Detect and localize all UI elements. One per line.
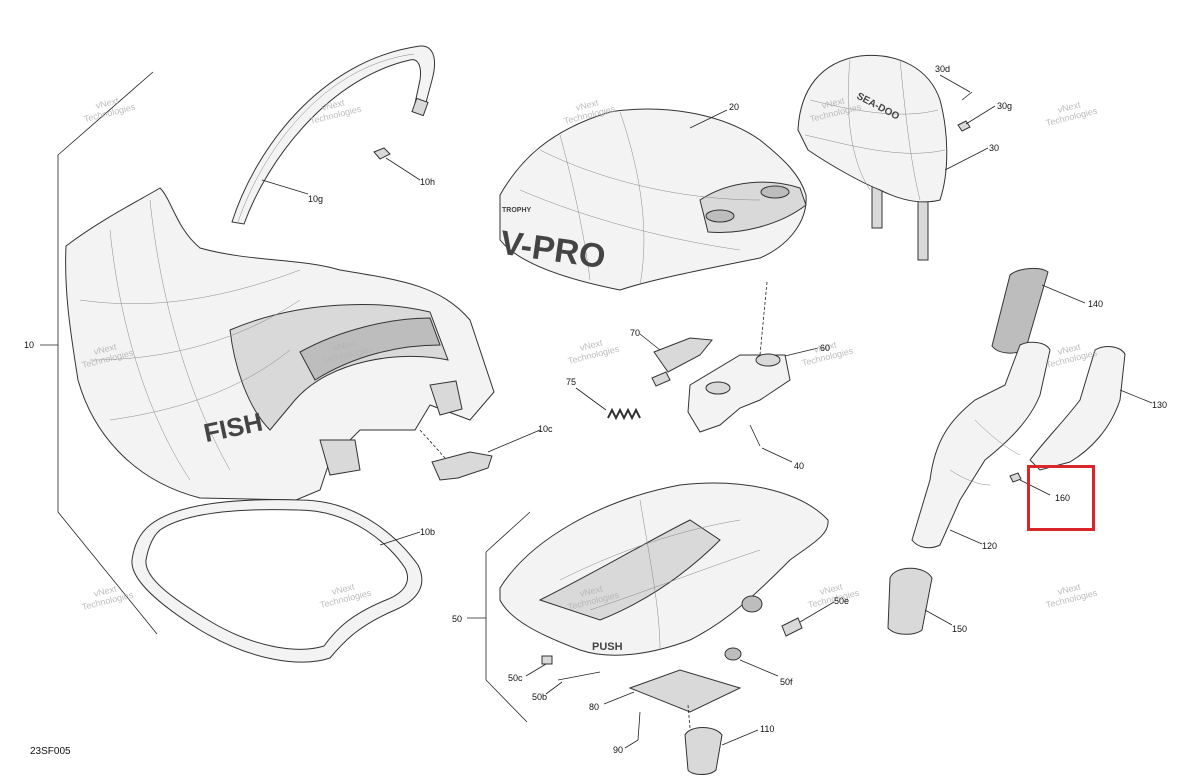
- callout-75[interactable]: 75: [566, 377, 577, 387]
- clip-10h: [373, 147, 391, 160]
- clip-50e: [781, 617, 803, 637]
- seat-part: FISH: [65, 187, 495, 501]
- callout-50e[interactable]: 50e: [834, 596, 850, 606]
- callout-10b[interactable]: 10b: [420, 527, 436, 537]
- backrest-part: SEA-DOO: [797, 54, 948, 261]
- post-120: [911, 341, 1051, 549]
- callout-50b[interactable]: 50b: [532, 692, 548, 702]
- base-logo: PUSH: [592, 641, 623, 653]
- cup-110: [684, 727, 723, 775]
- grommet-50f: [724, 647, 742, 661]
- leader-lines: [261, 74, 1153, 749]
- cupholder-bracket-part: [687, 353, 791, 433]
- callout-30g[interactable]: 30g: [997, 101, 1013, 111]
- callout-140[interactable]: 140: [1088, 299, 1104, 309]
- callout-130[interactable]: 130: [1152, 400, 1168, 410]
- nut-50c: [541, 655, 553, 665]
- callout-10g[interactable]: 10g: [308, 194, 324, 204]
- group-50-bracket: [485, 511, 531, 723]
- lever-70: [653, 337, 713, 373]
- latch-plate-80: [628, 669, 742, 713]
- callout-50f[interactable]: 50f: [780, 677, 793, 687]
- highlight-box-160: [1027, 465, 1095, 531]
- callout-10h[interactable]: 10h: [420, 177, 436, 187]
- callout-90[interactable]: 90: [613, 745, 624, 755]
- screw-40: [749, 424, 761, 447]
- base-part: PUSH: [499, 482, 829, 656]
- spring-75: [607, 407, 641, 421]
- screw-30d: [961, 91, 973, 101]
- cover-part: V-PRO TROPHY: [498, 108, 807, 291]
- callout-160[interactable]: 160: [1055, 493, 1071, 503]
- callout-10[interactable]: 10: [24, 340, 35, 350]
- callout-30[interactable]: 30: [989, 143, 1000, 153]
- callout-20[interactable]: 20: [729, 102, 740, 112]
- callout-30d[interactable]: 30d: [935, 64, 951, 74]
- cover-badge: TROPHY: [502, 207, 532, 214]
- callout-10c[interactable]: 10c: [538, 424, 553, 434]
- bolt-90: [637, 711, 641, 741]
- callout-120[interactable]: 120: [982, 541, 998, 551]
- callout-50[interactable]: 50: [452, 614, 463, 624]
- latch-10c: [431, 451, 493, 481]
- sleeve-150: [887, 567, 933, 635]
- callout-80[interactable]: 80: [589, 702, 600, 712]
- callout-50c[interactable]: 50c: [508, 673, 523, 683]
- grip-140: [991, 267, 1049, 354]
- callout-110[interactable]: 110: [760, 724, 775, 734]
- diagram-id: 23SF005: [30, 746, 71, 757]
- callout-60[interactable]: 60: [820, 343, 831, 353]
- rod-50b: [557, 671, 601, 681]
- group-10-bracket: [57, 71, 158, 635]
- post-130: [1029, 346, 1126, 471]
- callout-150[interactable]: 150: [952, 624, 968, 634]
- callout-40[interactable]: 40: [794, 461, 805, 471]
- callout-70[interactable]: 70: [630, 328, 641, 338]
- strap-part: [231, 45, 435, 225]
- clip-160: [1009, 472, 1022, 483]
